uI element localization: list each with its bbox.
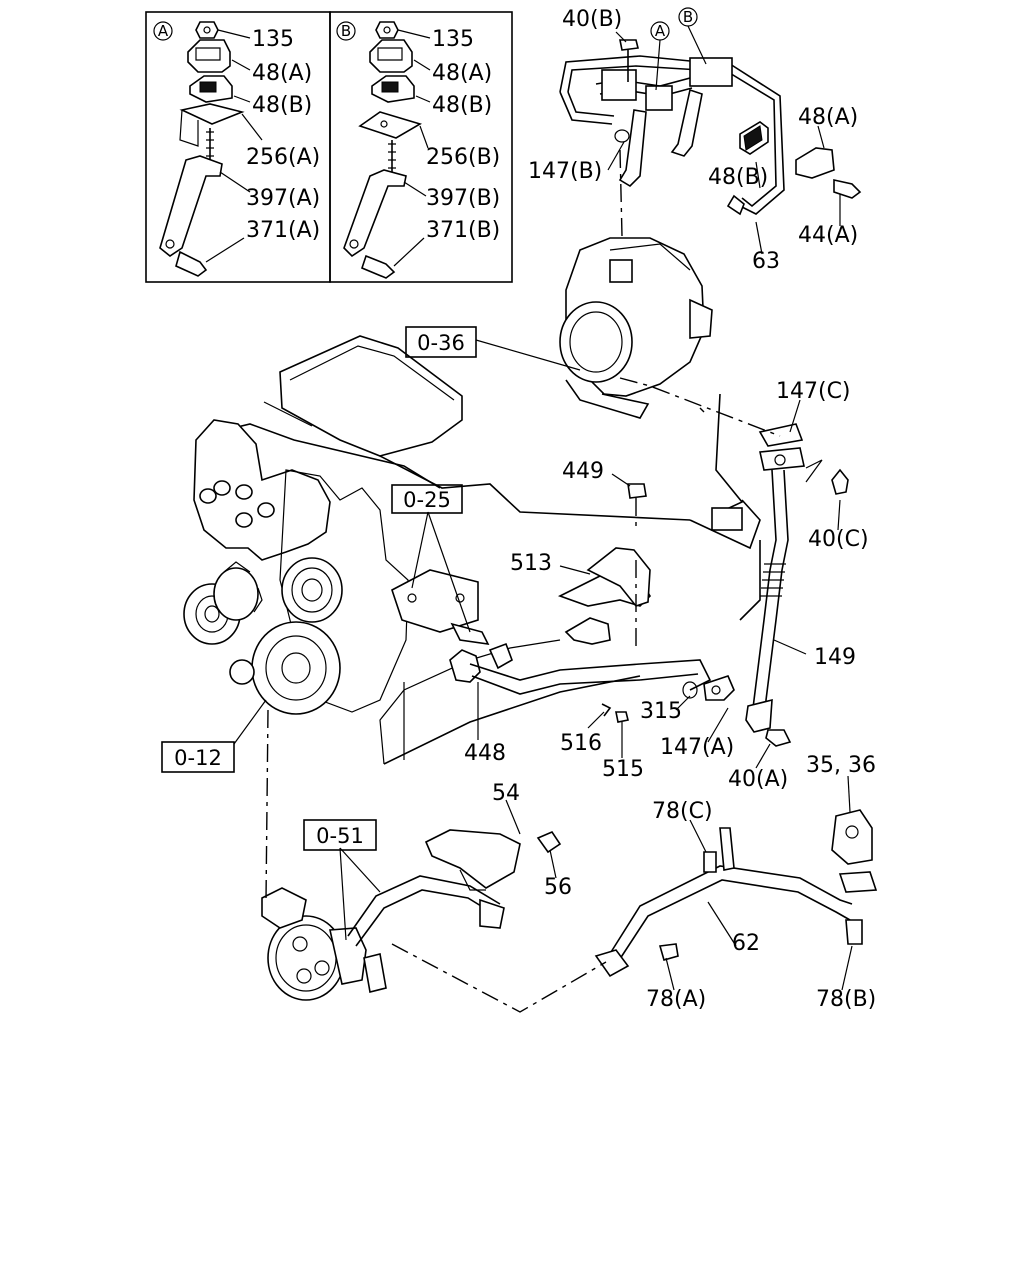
callout-leaders (233, 31, 853, 991)
detail-b-bolt-icon (361, 254, 396, 279)
callout-78a: 78(A) (646, 987, 706, 1012)
callout-35-36: 35, 36 (806, 753, 876, 778)
alternator-pulley-icon (281, 557, 343, 623)
detail-b-marker: B (336, 21, 356, 41)
clamp-48-icon (739, 121, 769, 155)
detail-b-label-1: 48(A) (432, 61, 492, 86)
svg-text:B: B (683, 8, 693, 26)
callout-40c: 40(C) (808, 527, 869, 552)
detail-a-clamp-lower-icon (189, 75, 233, 103)
callout-48b: 48(B) (708, 165, 768, 190)
callout-149: 149 (814, 645, 856, 670)
detail-b-label-4: 397(B) (426, 186, 500, 211)
callout-147b: 147(B) (528, 159, 602, 184)
callout-147a: 147(A) (660, 735, 734, 760)
callout-448: 448 (464, 741, 506, 766)
engine-block-outline (183, 335, 761, 765)
crank-pulley-icon (229, 621, 341, 715)
bolt-40b-icon (619, 39, 639, 82)
reference-box-0-12: 0-12 (161, 741, 235, 773)
detail-b-stud-icon (388, 140, 396, 176)
detail-box-a: A (145, 11, 331, 283)
detail-a-label-5: 371(A) (246, 218, 320, 243)
reference-box-0-51: 0-51 (303, 819, 377, 851)
assembly-marker-a: A (650, 21, 670, 91)
detail-b-label-2: 48(B) (432, 93, 492, 118)
detail-b-clamp-lower-icon (371, 75, 415, 103)
detail-b-label-0: 135 (432, 27, 474, 52)
callout-78c: 78(C) (652, 799, 713, 824)
svg-text:A: A (158, 22, 169, 40)
turbocharger-icon (559, 149, 713, 419)
callout-315: 315 (640, 699, 682, 724)
callout-44a: 44(A) (798, 223, 858, 248)
oil-pipe-62 (594, 809, 878, 978)
detail-a-bolt-icon (175, 250, 208, 277)
callout-63: 63 (752, 249, 780, 274)
oil-return-pipe-149 (745, 423, 849, 747)
detail-a-label-3: 256(A) (246, 145, 320, 170)
detail-b-plate-icon (358, 111, 422, 139)
svg-text:A: A (655, 22, 666, 40)
callout-56: 56 (544, 875, 572, 900)
callout-40b: 40(B) (562, 7, 622, 32)
oil-pump-assembly (261, 875, 505, 1001)
detail-a-label-4: 397(A) (246, 186, 320, 211)
detail-box-b: B (329, 11, 513, 283)
callout-62: 62 (732, 931, 760, 956)
callout-54: 54 (492, 781, 520, 806)
fan-hub-icon (213, 561, 263, 621)
callout-513: 513 (510, 551, 552, 576)
svg-text:0-36: 0-36 (417, 331, 465, 355)
callout-78b: 78(B) (816, 987, 876, 1012)
callout-48a: 48(A) (798, 105, 858, 130)
detail-b-nut-icon (375, 21, 399, 39)
detail-a-clamp-upper-icon (187, 39, 231, 73)
detail-a-marker: A (153, 21, 173, 41)
callout-449: 449 (562, 459, 604, 484)
svg-text:B: B (341, 22, 351, 40)
detail-a-plate-icon (179, 103, 245, 147)
assembly-marker-b: B (678, 7, 707, 65)
reference-box-0-25: 0-25 (391, 484, 463, 514)
detail-b-label-3: 256(B) (426, 145, 500, 170)
bracket-54-icon (424, 829, 562, 891)
callout-40a: 40(A) (728, 767, 788, 792)
turbo-feed-pipe-assembly (559, 39, 862, 216)
reference-box-0-36: 0-36 (405, 326, 477, 358)
svg-text:0-25: 0-25 (403, 488, 451, 512)
svg-text:0-12: 0-12 (174, 746, 222, 770)
bracket-44a-icon (795, 147, 862, 199)
callout-515: 515 (602, 757, 644, 782)
callout-147c: 147(C) (776, 379, 851, 404)
detail-a-bracket-icon (159, 155, 223, 257)
detail-b-label-5: 371(B) (426, 218, 500, 243)
detail-a-label-2: 48(B) (252, 93, 312, 118)
bracket-513-icon (586, 483, 651, 650)
detail-a-nut-icon (195, 21, 219, 39)
detail-b-bracket-icon (343, 169, 407, 258)
callout-516: 516 (560, 731, 602, 756)
detail-a-label-0: 135 (252, 27, 294, 52)
detail-b-clamp-upper-icon (369, 39, 413, 73)
detail-a-label-1: 48(A) (252, 61, 312, 86)
oil-feed-pipe-448 (449, 622, 735, 723)
svg-text:0-51: 0-51 (316, 824, 364, 848)
